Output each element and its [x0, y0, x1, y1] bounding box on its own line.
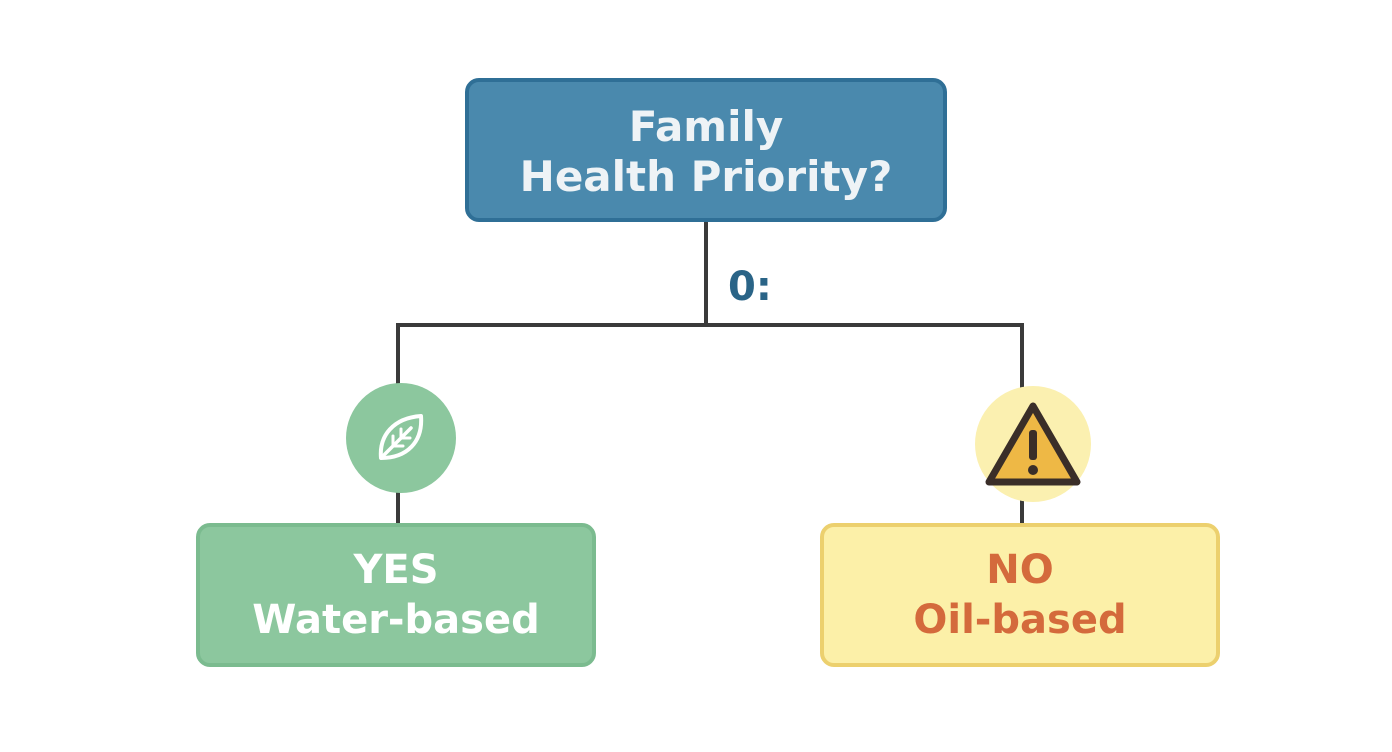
yes-outcome-node: YES Water-based: [196, 523, 596, 667]
leaf-icon: [378, 414, 424, 460]
root-line-2: Health Priority?: [519, 152, 893, 201]
warning-badge: [975, 386, 1091, 502]
root-line-1: Family: [628, 102, 784, 151]
no-line-1: NO: [986, 547, 1054, 593]
no-outcome-node: NO Oil-based: [820, 523, 1220, 667]
branch-label: 0:: [728, 264, 772, 310]
yes-line-1: YES: [353, 547, 439, 593]
warning-icon: [985, 402, 1081, 486]
yes-line-2: Water-based: [252, 597, 540, 643]
no-line-2: Oil-based: [913, 597, 1127, 643]
root-question-node: Family Health Priority?: [465, 78, 947, 222]
leaf-badge: [346, 383, 456, 493]
